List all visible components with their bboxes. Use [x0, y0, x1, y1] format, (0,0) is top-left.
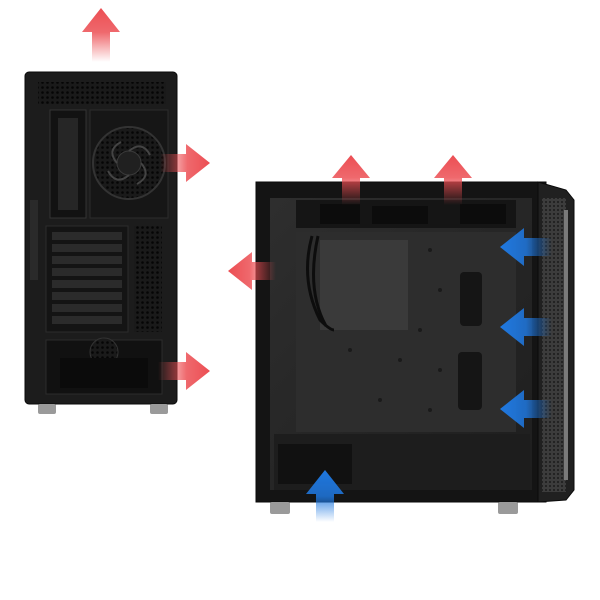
rear-io-shield [58, 118, 78, 210]
rear-top-vent [38, 82, 166, 104]
intake-arrow-front-middle [500, 308, 552, 346]
rear-foot-right [150, 404, 168, 414]
rear-side-vent [134, 226, 162, 332]
motherboard-cutout [320, 240, 408, 330]
rear-exhaust-fan [89, 109, 169, 219]
exhaust-arrow-side-rear [228, 252, 276, 290]
standoff-holes [348, 248, 442, 412]
intake-arrow-bottom [306, 470, 344, 522]
exhaust-arrow-side-top-right [434, 155, 472, 205]
exhaust-arrows [82, 8, 472, 390]
side-view [255, 181, 575, 514]
cable-grommet-lower [458, 352, 482, 410]
side-foot-left [270, 502, 290, 514]
internal-cables [306, 235, 335, 332]
exhaust-arrow-rear-psu [158, 352, 210, 390]
rear-side-rail [30, 200, 38, 280]
rear-foot-left [38, 404, 56, 414]
intake-arrow-front-bottom [500, 390, 552, 428]
rear-view [24, 71, 178, 414]
exhaust-arrow-rear-fan [160, 144, 210, 182]
intake-arrows [306, 228, 552, 522]
intake-arrow-front-top [500, 228, 552, 266]
psu-bay [45, 337, 163, 395]
pci-expansion-slots [45, 225, 129, 333]
side-foot-right [498, 502, 518, 514]
cable-grommet-upper [460, 272, 482, 326]
exhaust-arrow-rear-top [82, 8, 120, 62]
front-panel [537, 181, 575, 503]
exhaust-arrow-side-top-left [332, 155, 370, 205]
